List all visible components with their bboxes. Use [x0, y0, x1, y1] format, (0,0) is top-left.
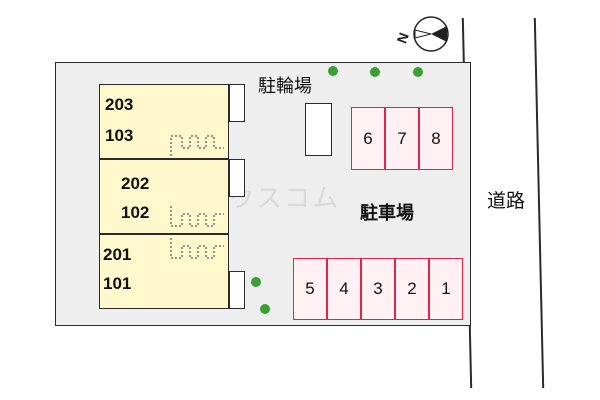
- unit-number-202: 202: [121, 174, 150, 193]
- balcony: [229, 159, 245, 197]
- unit-number-101: 101: [103, 274, 132, 293]
- tree-icon: [328, 66, 338, 76]
- parking-space-6: 6: [351, 107, 385, 170]
- parking-space-2: 2: [395, 258, 429, 320]
- stair-marking: [170, 135, 224, 156]
- tree-icon: [251, 277, 261, 287]
- compass-icon: N: [395, 16, 449, 52]
- compass-north-label: N: [395, 30, 412, 45]
- parking-space-3: 3: [361, 258, 395, 320]
- parking-label: 駐車場: [360, 203, 414, 224]
- unit-number-103: 103: [105, 126, 134, 145]
- building-unit-203-103: [99, 84, 229, 159]
- parking-space-8: 8: [419, 107, 453, 170]
- unit-number-201: 201: [103, 245, 132, 264]
- road-label: 道路: [487, 190, 526, 212]
- bicycle-parking-label: 駐輪場: [258, 76, 312, 97]
- tree-icon: [413, 67, 423, 77]
- unit-number-102: 102: [121, 203, 150, 222]
- building-unit-202-102: [99, 159, 229, 234]
- tree-icon: [370, 67, 380, 77]
- balcony: [229, 271, 245, 309]
- stair-marking: [170, 238, 224, 259]
- bicycle-parking-area: [305, 103, 332, 156]
- road-edge-right: [533, 18, 545, 388]
- parking-space-5: 5: [293, 258, 327, 320]
- tree-icon: [260, 304, 270, 314]
- parking-space-1: 1: [429, 258, 463, 320]
- parking-space-4: 4: [327, 258, 361, 320]
- unit-number-203: 203: [105, 95, 134, 114]
- balcony: [229, 84, 245, 122]
- stair-marking: [170, 206, 224, 227]
- parking-space-7: 7: [385, 107, 419, 170]
- building-unit-201-101: [99, 234, 229, 309]
